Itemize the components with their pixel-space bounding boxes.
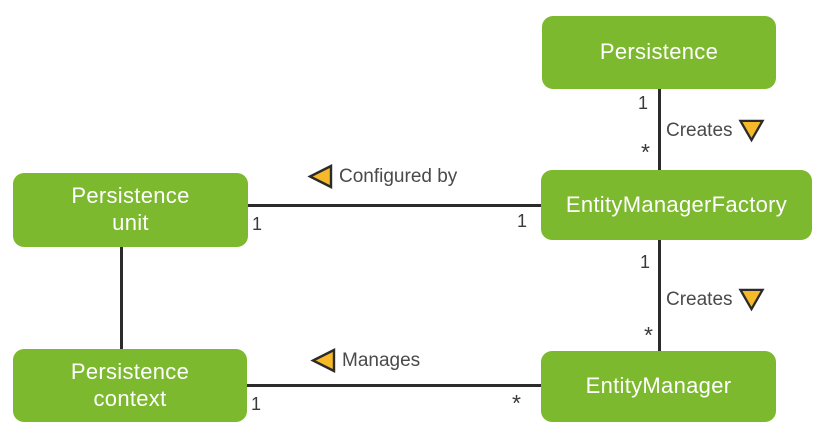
edge-label-creates-factory: Creates <box>666 118 765 143</box>
node-entity-manager-label: EntityManager <box>585 373 732 399</box>
multiplicity-label: 1 <box>251 394 262 414</box>
edge-factory-to-manager <box>658 238 661 354</box>
arrow-down-icon <box>737 119 765 143</box>
edge-unit-to-factory <box>246 204 543 207</box>
edge-label-creates-manager: Creates <box>666 287 765 312</box>
edge-label-manages: Manages <box>309 347 420 374</box>
node-persistence-unit: Persistence unit <box>13 173 248 247</box>
node-persistence-unit-label: Persistence unit <box>71 183 190 235</box>
edge-label-creates-factory-text: Creates <box>666 119 733 141</box>
arrow-left-icon <box>310 348 336 373</box>
node-entity-manager: EntityManager <box>541 351 776 422</box>
edge-context-to-manager <box>245 384 543 387</box>
multiplicity-label: * <box>644 322 653 348</box>
multiplicity-label: 1 <box>517 211 528 231</box>
arrow-down-icon <box>737 288 765 312</box>
multiplicity-label: * <box>641 139 650 165</box>
node-persistence-context: Persistence context <box>13 349 247 422</box>
arrow-left-icon <box>307 164 333 189</box>
node-entity-manager-factory: EntityManagerFactory <box>541 170 812 240</box>
node-persistence: Persistence <box>542 16 776 89</box>
node-persistence-context-label: Persistence context <box>70 358 190 411</box>
edge-unit-to-context <box>120 245 123 352</box>
edge-label-configured-by-text: Configured by <box>339 165 458 187</box>
node-entity-manager-factory-label: EntityManagerFactory <box>565 191 788 217</box>
edge-label-manages-text: Manages <box>342 349 421 371</box>
node-persistence-label: Persistence <box>599 39 719 65</box>
multiplicity-label: 1 <box>252 214 263 234</box>
edge-label-configured-by: Configured by <box>306 163 457 190</box>
edge-label-creates-manager-text: Creates <box>666 288 733 310</box>
multiplicity-label: 1 <box>639 252 650 272</box>
multiplicity-label: * <box>512 390 521 416</box>
edge-persistence-to-factory <box>658 88 661 172</box>
multiplicity-label: 1 <box>637 93 648 113</box>
